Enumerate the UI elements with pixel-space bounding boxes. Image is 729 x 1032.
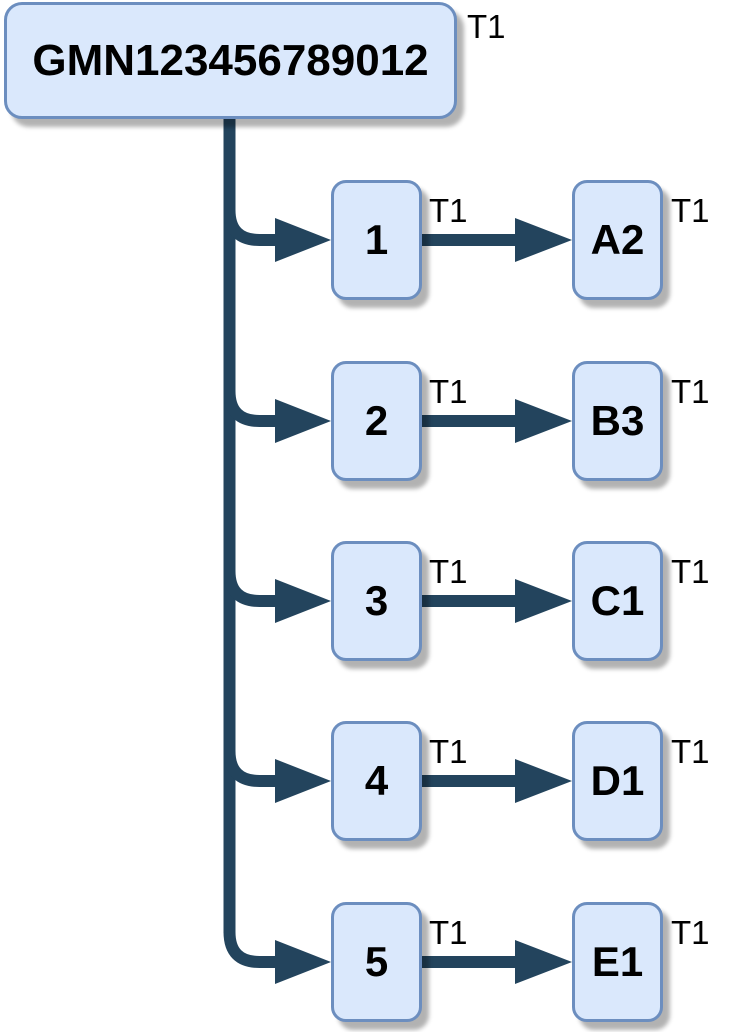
branch-connector-5 (223, 931, 276, 968)
node-b3-label: B3 (590, 397, 645, 444)
node-e1[interactable]: E1 (572, 902, 663, 1022)
node-d1[interactable]: D1 (572, 721, 663, 841)
node-3-label: 3 (364, 577, 389, 624)
edge-arrowhead-3 (515, 579, 572, 623)
node-5-label: 5 (364, 938, 389, 985)
edge-label-root-t1: T1 (467, 8, 506, 45)
node-root[interactable]: GMN123456789012 (4, 2, 457, 119)
branch-arrowhead-4 (275, 759, 331, 803)
branch-connector-1 (223, 209, 276, 246)
edge-label-1-t1: T1 (429, 192, 468, 229)
edge-label-3-t1: T1 (429, 553, 468, 590)
branch-connector-3 (223, 570, 276, 607)
node-root-label: GMN123456789012 (32, 35, 429, 85)
node-4-label: 4 (364, 757, 389, 804)
branch-connector-2 (223, 390, 276, 427)
node-b3[interactable]: B3 (572, 361, 663, 481)
edge-label-5-t1: T1 (429, 914, 468, 951)
edge-arrowhead-5 (515, 940, 572, 984)
node-a2-label: A2 (590, 216, 645, 263)
node-c1[interactable]: C1 (572, 541, 663, 661)
node-2[interactable]: 2 (331, 361, 422, 481)
branch-arrowhead-1 (275, 218, 331, 262)
node-a2[interactable]: A2 (572, 180, 663, 300)
branch-connector-4 (223, 750, 276, 787)
node-1-label: 1 (364, 216, 389, 263)
edge-label-d1-t1: T1 (671, 733, 710, 770)
edge-label-e1-t1: T1 (671, 914, 710, 951)
node-3[interactable]: 3 (331, 541, 422, 661)
branch-arrowhead-5 (275, 940, 331, 984)
node-d1-label: D1 (590, 757, 645, 804)
node-1[interactable]: 1 (331, 180, 422, 300)
edge-label-a2-t1: T1 (671, 192, 710, 229)
edge-label-b3-t1: T1 (671, 373, 710, 410)
node-c1-label: C1 (590, 577, 645, 624)
edge-arrowhead-2 (515, 399, 572, 443)
node-2-label: 2 (364, 397, 389, 444)
node-e1-label: E1 (591, 938, 644, 985)
branch-arrowhead-2 (275, 399, 331, 443)
node-4[interactable]: 4 (331, 721, 422, 841)
branch-arrowhead-3 (275, 579, 331, 623)
edge-arrowhead-4 (515, 759, 572, 803)
edge-arrowhead-1 (515, 218, 572, 262)
edge-label-4-t1: T1 (429, 733, 468, 770)
node-5[interactable]: 5 (331, 902, 422, 1022)
edge-label-2-t1: T1 (429, 373, 468, 410)
edge-label-c1-t1: T1 (671, 553, 710, 590)
